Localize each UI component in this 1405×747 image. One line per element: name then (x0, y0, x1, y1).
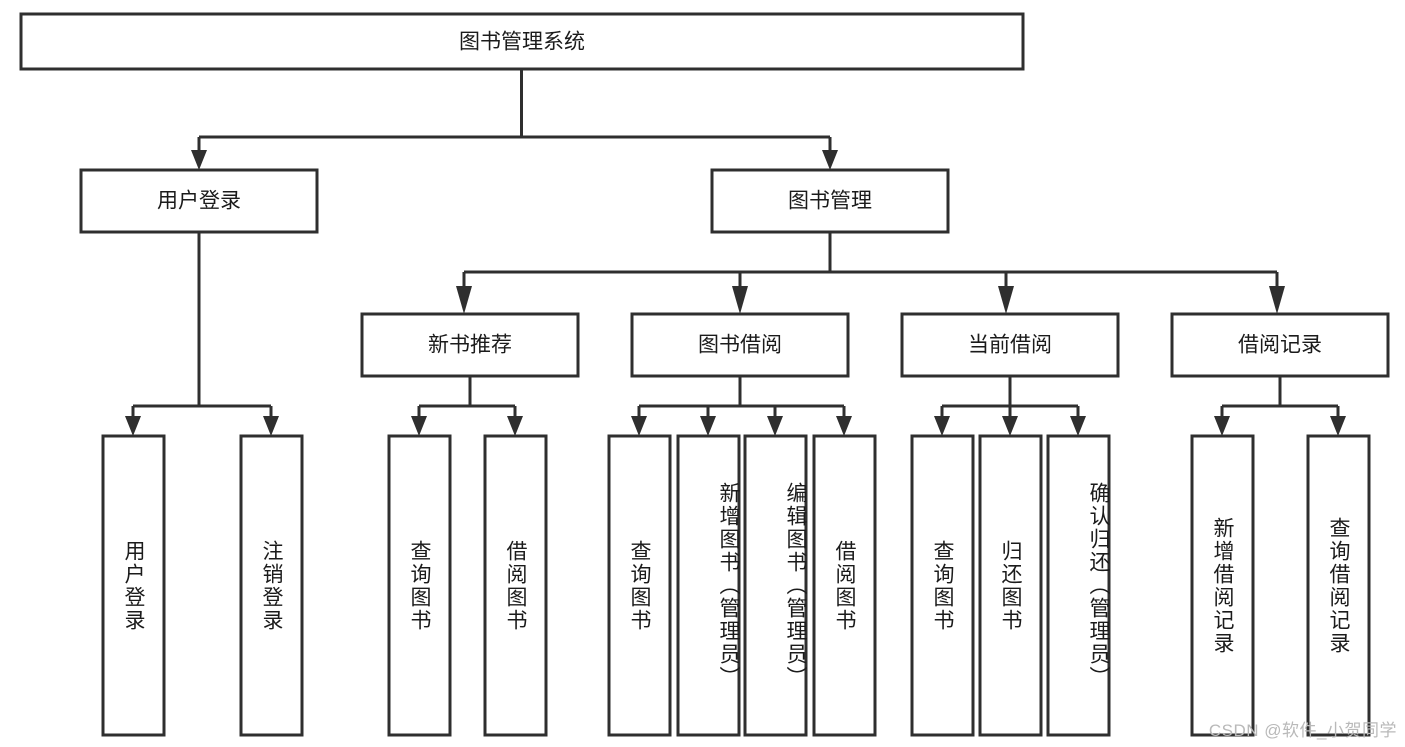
arrow-head-leaf-confirm-return (1070, 416, 1086, 436)
node-leaf-borrow-book-2[interactable] (812, 434, 877, 737)
label-user-login: 用户登录 (157, 190, 241, 213)
arrow-head-user-login (191, 150, 207, 170)
label-root: 图书管理系统 (459, 31, 585, 54)
node-leaf-borrow-book-1[interactable] (483, 434, 548, 737)
arrow-head-new-book-rec (456, 286, 472, 314)
node-box-group (19, 12, 1390, 737)
label-current-borrow: 当前借阅 (968, 334, 1052, 357)
node-new-book-rec[interactable] (360, 312, 580, 378)
arrow-head-leaf-borrow-book-1 (507, 416, 523, 436)
arrow-head-current-borrow (998, 286, 1014, 314)
node-current-borrow[interactable] (900, 312, 1120, 378)
arrow-head-leaf-return-book (1002, 416, 1018, 436)
label-book-borrow: 图书借阅 (698, 334, 782, 357)
arrow-head-book-borrow (732, 286, 748, 314)
node-leaf-add-record[interactable] (1190, 434, 1255, 737)
node-leaf-query-record[interactable] (1306, 434, 1371, 737)
arrow-head-leaf-query-book-1 (411, 416, 427, 436)
arrow-head-book-manage (822, 150, 838, 170)
label-new-book-rec: 新书推荐 (428, 334, 512, 357)
node-leaf-return-book[interactable] (978, 434, 1043, 737)
arrow-head-borrow-record (1269, 286, 1285, 314)
node-leaf-edit-book[interactable] (743, 434, 808, 737)
watermark: CSDN @软件_小贺同学 (1208, 721, 1397, 740)
node-leaf-query-book-1[interactable] (387, 434, 452, 737)
arrow-head-leaf-borrow-book-2 (836, 416, 852, 436)
connector-group (125, 69, 1346, 436)
arrow-head-leaf-logout (263, 416, 279, 436)
node-leaf-query-book-3[interactable] (910, 434, 975, 737)
node-book-borrow[interactable] (630, 312, 850, 378)
node-book-manage[interactable] (710, 168, 950, 234)
node-leaf-confirm-return[interactable] (1046, 434, 1111, 737)
node-leaf-logout[interactable] (239, 434, 304, 737)
node-label-group: 图书管理系统 用户登录 图书管理 新书推荐 图书借阅 当前借阅 借阅记录 (157, 31, 1322, 357)
arrow-head-leaf-query-book-2 (631, 416, 647, 436)
node-leaf-query-book-2[interactable] (607, 434, 672, 737)
node-borrow-record[interactable] (1170, 312, 1390, 378)
arrow-head-leaf-query-book-3 (934, 416, 950, 436)
label-book-manage: 图书管理 (788, 190, 872, 213)
node-leaf-user-login[interactable] (101, 434, 166, 737)
label-borrow-record: 借阅记录 (1238, 334, 1322, 357)
node-root[interactable] (19, 12, 1025, 71)
node-leaf-add-book[interactable] (676, 434, 741, 737)
arrow-head-leaf-add-book (700, 416, 716, 436)
node-user-login[interactable] (79, 168, 319, 234)
arrow-head-leaf-query-record (1330, 416, 1346, 436)
arrow-head-leaf-edit-book (767, 416, 783, 436)
arrow-head-leaf-add-record (1214, 416, 1230, 436)
arrow-head-leaf-user-login (125, 416, 141, 436)
